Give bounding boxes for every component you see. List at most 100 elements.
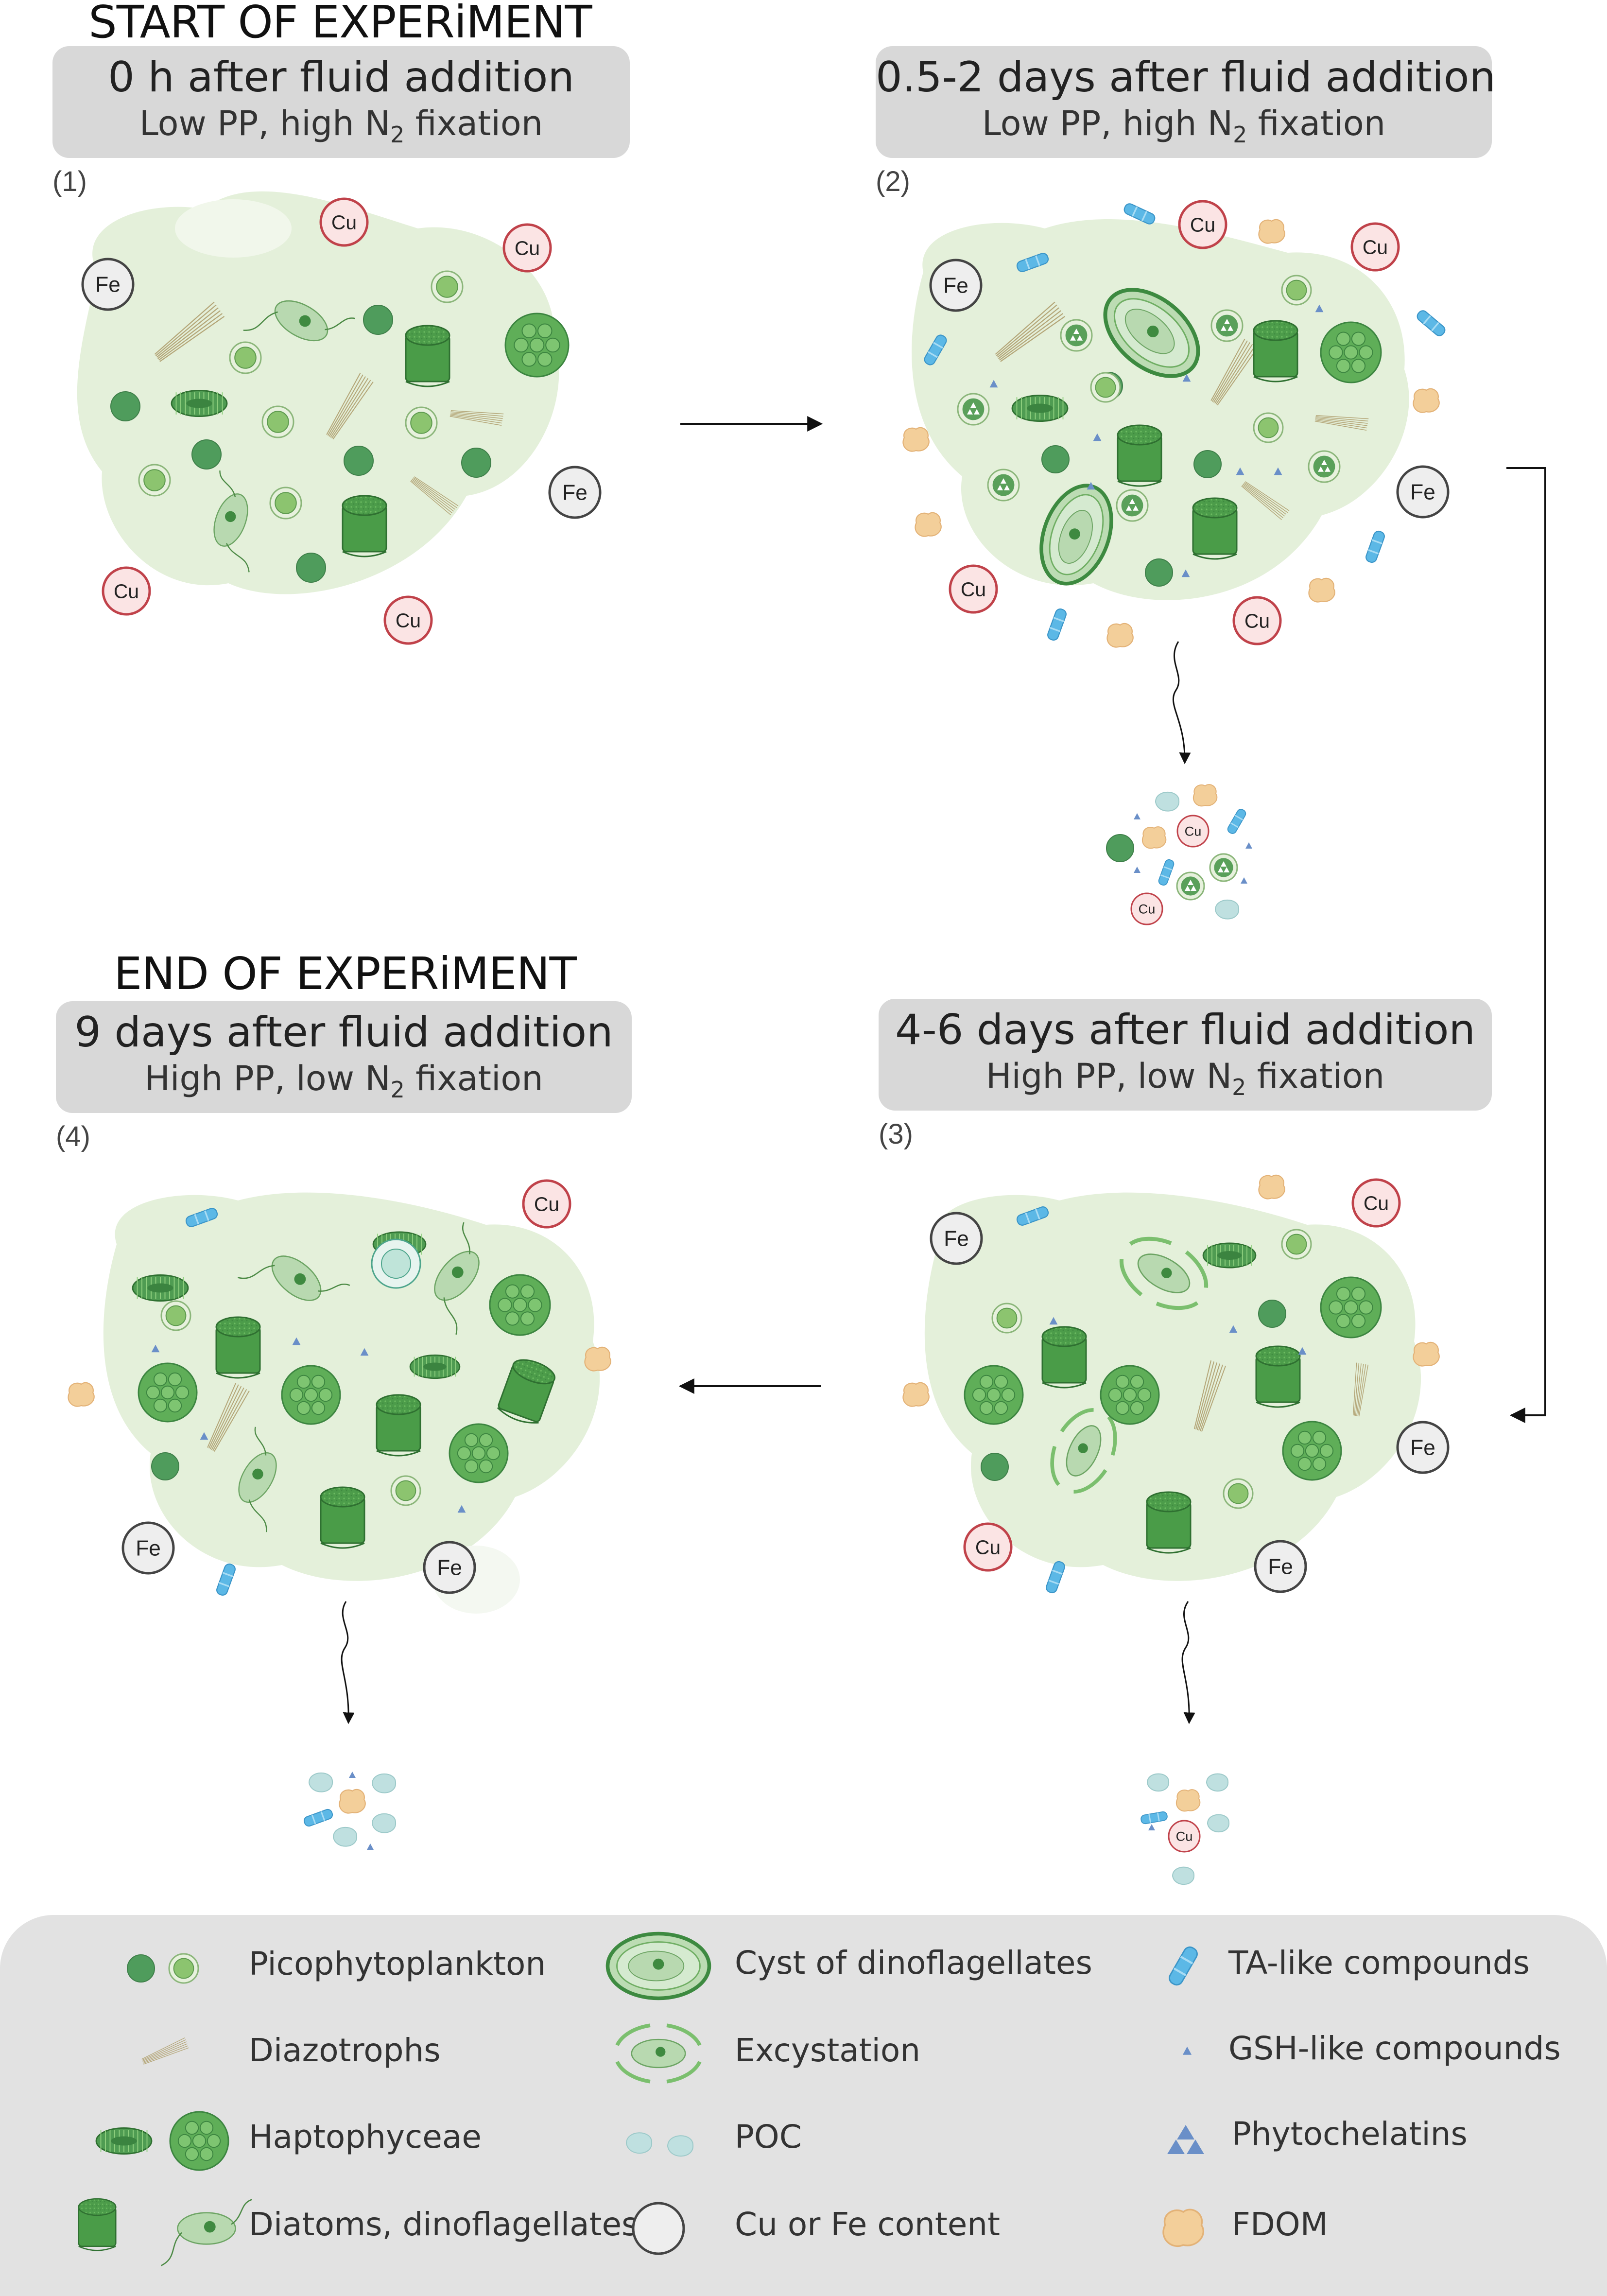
legend-label-fdom: FDOM [1232, 2206, 1328, 2243]
panel-4-subtitle: High PP, low N2 fixation [144, 1059, 543, 1103]
picophytoplankton-cell [991, 1303, 1022, 1334]
legend-label-gsh-compounds: GSH-like compounds [1228, 2030, 1561, 2067]
picophytoplankton-cell [269, 487, 302, 520]
cluster-2 [912, 219, 1409, 600]
legend-label-diatoms-dinoflagellates: Diatoms, dinoflagellates [249, 2206, 639, 2243]
fdom-icon [1413, 1341, 1440, 1367]
cu-label: Cu [534, 1193, 559, 1215]
diatom-cell [497, 1359, 556, 1424]
legend-label-cyst: Cyst of dinoflagellates [735, 1944, 1092, 1982]
picophytoplankton-cell [1090, 372, 1121, 403]
dinoflagellate-cyst [1103, 288, 1200, 378]
gsh-compound-icon [367, 1844, 374, 1850]
poc-particle [1214, 899, 1240, 920]
poc-particle [1155, 791, 1180, 812]
cu-label: Cu [1185, 824, 1202, 839]
fe-content-icon: Fe [121, 1521, 175, 1575]
gsh-compound-icon [1182, 2046, 1192, 2055]
picophytoplankton-cell [363, 305, 393, 335]
cu-content-icon: Cu [1178, 200, 1227, 249]
dinoflagellate-cyst [605, 1931, 711, 2000]
cu-label: Cu [515, 237, 540, 259]
end-heading: END OF EXPERiMENT [114, 948, 576, 1000]
gsh-compound-icon [1241, 877, 1247, 884]
gsh-compound-icon [349, 1772, 356, 1778]
fe-label: Fe [437, 1556, 462, 1580]
gsh-compound-icon [1087, 482, 1095, 490]
cu-content-icon: Cu [102, 566, 151, 616]
picophytoplankton-cell [296, 553, 326, 583]
fdom-icon [1142, 826, 1167, 849]
gsh-compound-icon [1049, 1317, 1058, 1325]
ta-compound-icon [1417, 310, 1446, 336]
fe-label: Fe [1410, 1436, 1435, 1460]
gsh-compound-icon [1182, 374, 1191, 382]
cu-content-icon: Cu [1351, 1178, 1401, 1228]
cu-label: Cu [114, 580, 139, 602]
legend-label-diazotrophs: Diazotrophs [249, 2032, 441, 2069]
poc-particle [371, 1813, 397, 1833]
poc-particle [1172, 1866, 1195, 1885]
ta-compound-icon [924, 334, 947, 365]
phytochelatin-icon [1167, 2125, 1204, 2154]
haptophyte-coccolithophore [1320, 1276, 1382, 1339]
legend-label-poc: POC [735, 2118, 802, 2156]
gsh-compound-icon [1236, 467, 1244, 475]
fe-content-icon: Fe [423, 1541, 476, 1594]
diazotroph-filaments [1193, 1360, 1227, 1432]
haptophyte-coccolithophore [489, 1274, 551, 1336]
picophytoplankton-cell [1253, 412, 1284, 443]
picophytoplankton-cell [461, 448, 491, 478]
ta-compound-icon [185, 1208, 218, 1227]
gsh-compound-icon [1093, 433, 1102, 441]
legend-label-metal-content: Cu or Fe content [735, 2206, 1001, 2243]
gsh-compound-icon [1298, 1347, 1307, 1355]
picophytoplankton-cell [151, 1452, 179, 1480]
fe-label: Fe [136, 1537, 161, 1561]
picophytoplankton-cell [1258, 1300, 1286, 1328]
gsh-compound-icon [1274, 467, 1282, 475]
diatom-cell [1146, 1491, 1192, 1554]
fdom-icon [1193, 784, 1218, 807]
diazotroph-filaments [1352, 1362, 1369, 1417]
haptophyte-coccolithophore [1320, 321, 1382, 383]
poc-particle [332, 1826, 358, 1847]
phytochelatin-cell [1210, 309, 1244, 342]
diazotroph-filaments [410, 476, 459, 515]
poc-particle [308, 1772, 333, 1792]
picophytoplankton-cell [138, 464, 171, 497]
cu-content-icon: Cu [1232, 596, 1282, 645]
phytochelatin-cell [1209, 853, 1238, 882]
gsh-compound-icon [989, 380, 998, 388]
picophytoplankton-cell [1106, 834, 1134, 862]
panel-1-title: 0 h after fluid addition [108, 53, 574, 102]
cluster-3 [924, 1192, 1421, 1581]
picophytoplankton-cell [261, 405, 294, 438]
cu-content-icon: Cu [522, 1179, 571, 1229]
cu-label: Cu [975, 1536, 1001, 1558]
excystation-cell [1119, 1236, 1209, 1310]
diatom-cell [1041, 1326, 1087, 1389]
gsh-compound-icon [1148, 1824, 1155, 1830]
ta-compound-icon [1227, 809, 1246, 834]
picophytoplankton-cell [1281, 275, 1312, 306]
haptophyte-cell [132, 1274, 189, 1302]
ta-compound-icon [1365, 530, 1385, 563]
diatom-cell [342, 495, 387, 557]
diatom-cell [376, 1394, 421, 1457]
phytochelatin-cell [1116, 489, 1149, 522]
ta-compound-icon [1123, 203, 1156, 225]
excystation-cell [1050, 1408, 1117, 1494]
picophytoplankton-cell [160, 1300, 191, 1331]
haptophyte-coccolithophore [169, 2111, 229, 2171]
fdom-icon [902, 427, 930, 452]
diatom-cell [1253, 320, 1298, 383]
fdom-icon [1176, 1789, 1201, 1812]
poc-particle [1207, 1814, 1230, 1833]
haptophyte-cell [1011, 394, 1069, 422]
gsh-compound-icon [1315, 304, 1324, 313]
legend-panel [0, 1915, 1607, 2296]
panel-2-title: 0.5-2 days after fluid addition [876, 53, 1496, 102]
diatom-cell [320, 1486, 365, 1549]
diatom-cell [405, 325, 450, 387]
